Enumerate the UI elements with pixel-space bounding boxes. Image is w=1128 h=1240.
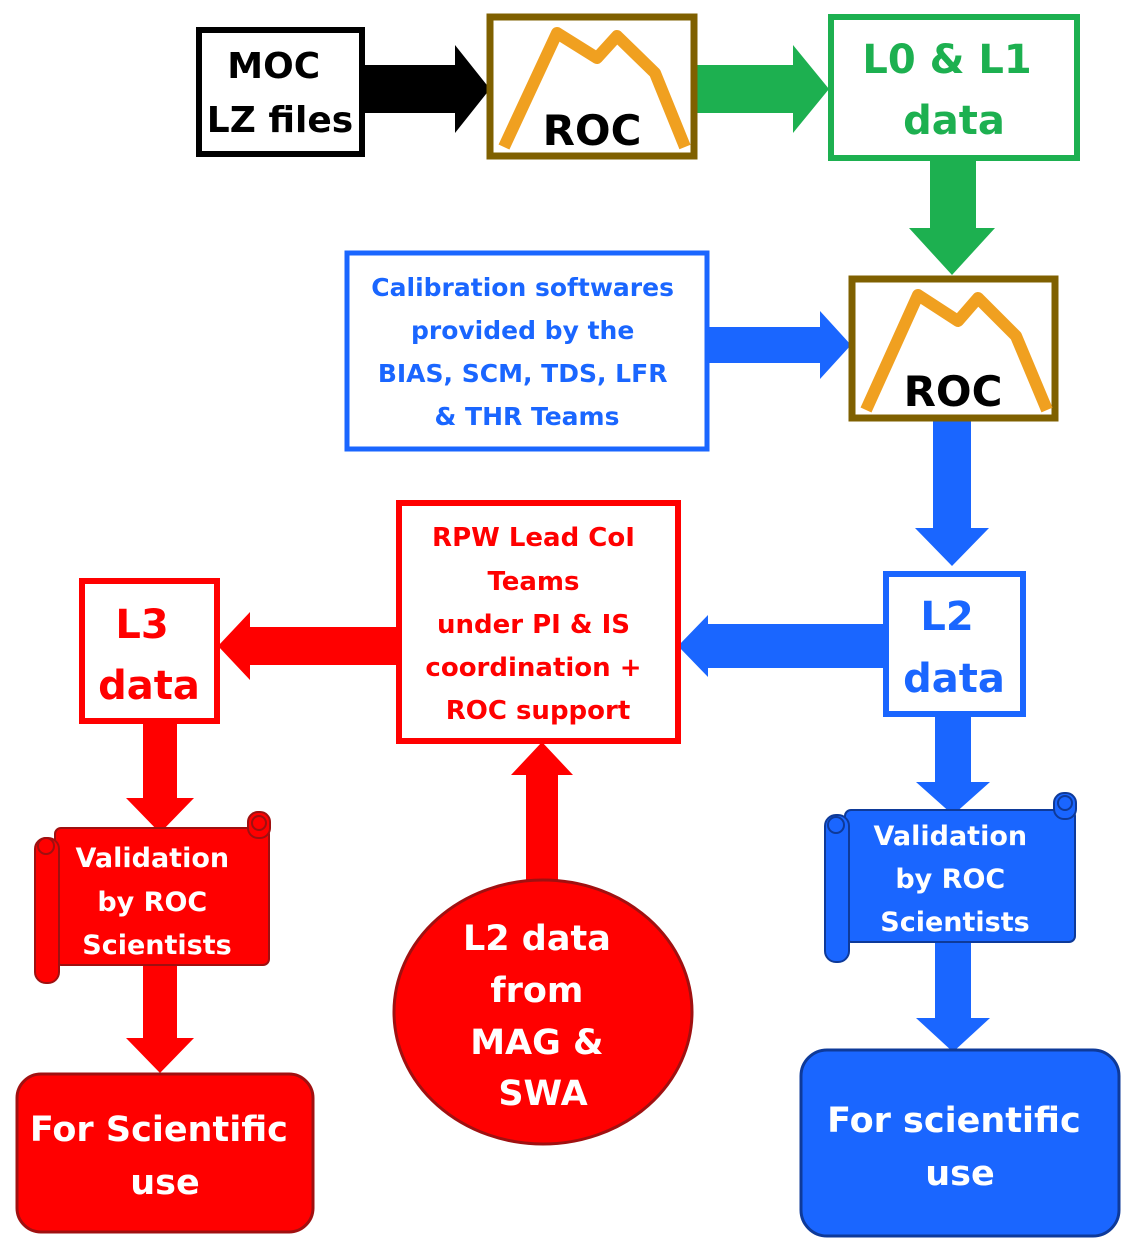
arrow-calib-to-roc2	[707, 311, 851, 379]
moc-line-1: MOC	[227, 46, 320, 87]
valid-red-line-1: Validation	[75, 843, 229, 874]
calib-line-1: Calibration softwares	[371, 273, 674, 302]
node-l2-data: L2 data	[883, 571, 1026, 717]
arrow-magswa-to-leadcoi	[511, 742, 573, 880]
l3-line-2: data	[98, 663, 200, 709]
node-l3-data: L3 data	[79, 578, 220, 724]
node-validation-red-scroll: Validation by ROC Scientists	[34, 811, 271, 984]
arrow-roc2-to-l2	[915, 420, 989, 566]
leadcoi-line-4: coordination +	[425, 653, 641, 683]
arrow-leadcoi-to-l3	[218, 612, 397, 680]
calib-line-4: & THR Teams	[435, 402, 620, 431]
node-mag-swa-circle: L2 data from MAG & SWA	[392, 878, 694, 1146]
arrow-l2-to-validation	[916, 715, 990, 815]
svg-text:For scientific use: For scientific use	[827, 1101, 1093, 1194]
svg-text:Validation by ROC: Validation by ROC Scientists	[75, 843, 238, 961]
sci-blue-line-2: use	[925, 1154, 995, 1194]
magswa-line-2: from	[490, 971, 583, 1011]
calib-line-2: provided by the	[411, 316, 634, 345]
svg-text:L3 data: L3 data	[98, 602, 200, 709]
roc-logo-2: ROC	[848, 275, 1059, 422]
node-moc-lz-files: MOC LZ files	[196, 27, 365, 157]
svg-text:For Scientific use: For Scientific use	[30, 1110, 300, 1203]
roc-mountain-icon-1	[498, 27, 691, 150]
valid-red-line-2: by ROC	[97, 887, 207, 918]
valid-red-line-3: Scientists	[82, 930, 231, 961]
leadcoi-line-5: ROC support	[446, 696, 631, 726]
sci-blue-line-1: For scientific	[827, 1101, 1081, 1141]
magswa-line-3: MAG &	[470, 1023, 603, 1063]
roc-logo-1: ROC	[486, 13, 698, 160]
l3-line-1: L3	[115, 602, 168, 648]
node-scientific-use-blue: For scientific use	[799, 1048, 1121, 1238]
arrow-l2-to-leadcoi	[678, 615, 885, 677]
svg-text:RPW Lead CoI Teams: RPW Lead CoI Teams under PI & IS coordin…	[425, 523, 650, 726]
l0l1-line-2: data	[903, 98, 1005, 144]
arrow-l0l1-to-roc2	[909, 160, 995, 275]
node-l0-l1-data: L0 & L1 data	[828, 14, 1080, 161]
calib-line-3: BIAS, SCM, TDS, LFR	[378, 359, 668, 388]
sci-red-line-2: use	[130, 1163, 200, 1203]
arrow-l3-to-validation	[126, 722, 194, 833]
l2-line-2: data	[903, 656, 1005, 702]
arrow-validation-to-sci-red	[126, 965, 194, 1073]
svg-text:MOC LZ files: MOC LZ files	[207, 46, 353, 141]
svg-text:L0 & L1 data: L0 & L1 data	[862, 37, 1045, 144]
l2-line-1: L2	[920, 594, 973, 640]
magswa-line-1: L2 data	[463, 919, 611, 959]
node-calibration-softwares: Calibration softwares provided by the BI…	[344, 250, 710, 452]
svg-text:L2 data from MAG &: L2 data from MAG & SWA	[463, 919, 623, 1114]
valid-blue-line-3: Scientists	[880, 907, 1029, 938]
svg-text:L2 data: L2 data	[903, 594, 1005, 702]
arrow-validation-to-sci-blue	[916, 940, 990, 1052]
node-validation-blue-scroll: Validation by ROC Scientists	[824, 792, 1077, 963]
svg-text:Calibration softwares pr: Calibration softwares provided by the BI…	[371, 273, 682, 431]
roc-logo-2-text: ROC	[904, 367, 1003, 416]
roc-mountain-icon-2	[860, 289, 1053, 413]
svg-text:Validation by ROC: Validation by ROC Scientists	[873, 821, 1036, 938]
valid-blue-line-1: Validation	[873, 821, 1027, 852]
leadcoi-line-2: Teams	[487, 567, 579, 597]
arrow-roc-to-l0l1	[695, 45, 829, 133]
node-rpw-lead-coi: RPW Lead CoI Teams under PI & IS coordin…	[396, 500, 681, 744]
node-scientific-use-red: For Scientific use	[15, 1072, 315, 1234]
l0l1-line-1: L0 & L1	[862, 37, 1031, 83]
magswa-line-4: SWA	[498, 1074, 587, 1114]
sci-red-line-1: For Scientific	[30, 1110, 288, 1150]
arrow-moc-to-roc	[362, 45, 490, 133]
leadcoi-line-1: RPW Lead CoI	[432, 523, 635, 553]
roc-logo-1-text: ROC	[543, 106, 642, 155]
leadcoi-line-3: under PI & IS	[437, 610, 630, 640]
valid-blue-line-2: by ROC	[895, 864, 1005, 895]
moc-line-2: LZ files	[207, 100, 353, 141]
